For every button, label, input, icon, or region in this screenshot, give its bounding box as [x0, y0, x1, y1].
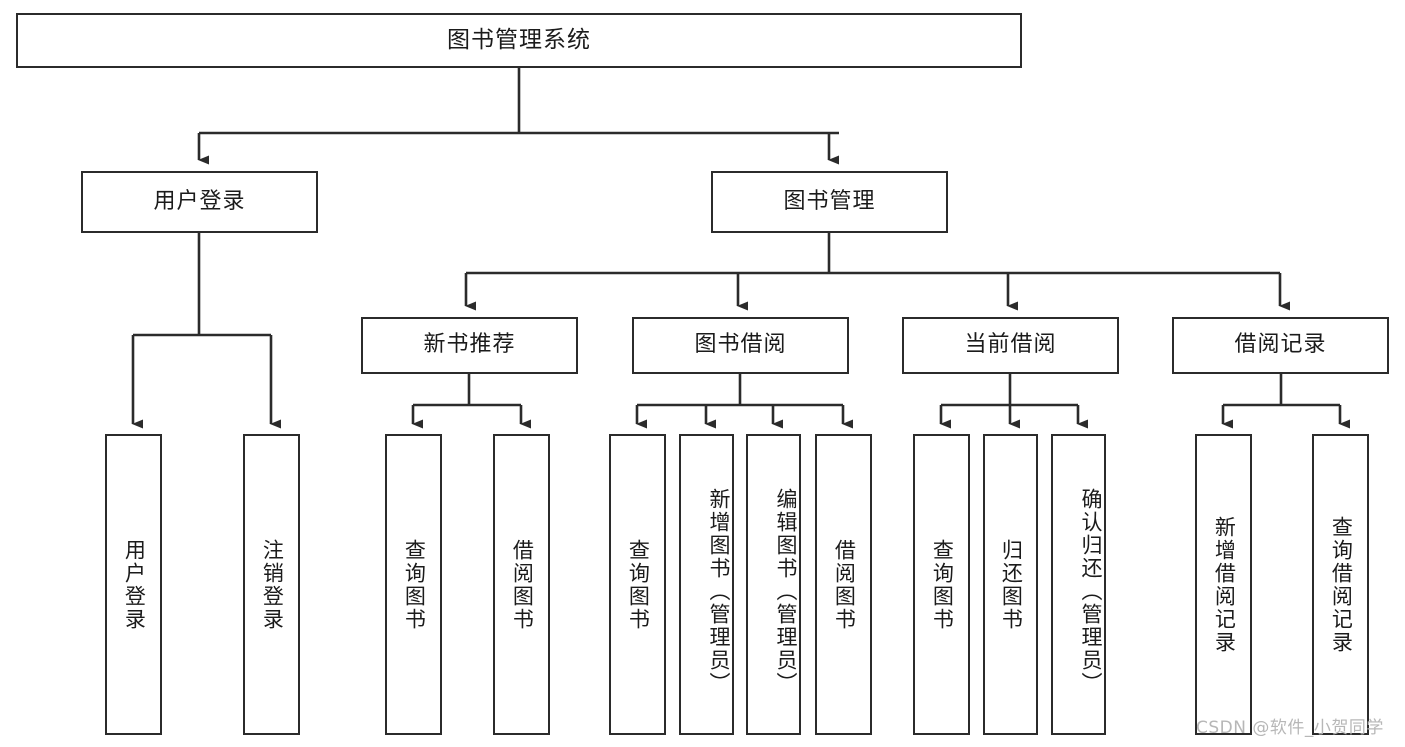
- node-leaf-query-book-1[interactable]: 查询图书: [385, 434, 442, 735]
- node-leaf-borrow-book-2[interactable]: 借阅图书: [815, 434, 872, 735]
- node-leaf-add-record[interactable]: 新增借阅记录: [1195, 434, 1252, 735]
- node-leaf-user-login[interactable]: 用户登录: [105, 434, 162, 735]
- node-leaf-query-book-2[interactable]: 查询图书: [609, 434, 666, 735]
- node-borrow-record[interactable]: 借阅记录: [1172, 317, 1389, 374]
- node-leaf-borrow-book-1[interactable]: 借阅图书: [493, 434, 550, 735]
- node-leaf-add-book[interactable]: 新增图书（管理员）: [679, 434, 734, 735]
- node-leaf-edit-book[interactable]: 编辑图书（管理员）: [746, 434, 801, 735]
- node-leaf-confirm-return[interactable]: 确认归还（管理员）: [1051, 434, 1106, 735]
- node-root[interactable]: 图书管理系统: [16, 13, 1022, 68]
- csdn-watermark: CSDN @软件_小贺同学: [1196, 718, 1384, 738]
- node-leaf-query-record[interactable]: 查询借阅记录: [1312, 434, 1369, 735]
- node-book-management[interactable]: 图书管理: [711, 171, 948, 233]
- node-leaf-logout-login[interactable]: 注销登录: [243, 434, 300, 735]
- node-leaf-query-book-3[interactable]: 查询图书: [913, 434, 970, 735]
- node-book-borrow[interactable]: 图书借阅: [632, 317, 849, 374]
- node-leaf-return-book[interactable]: 归还图书: [983, 434, 1038, 735]
- node-current-borrow[interactable]: 当前借阅: [902, 317, 1119, 374]
- node-new-book-recommend[interactable]: 新书推荐: [361, 317, 578, 374]
- node-user-login[interactable]: 用户登录: [81, 171, 318, 233]
